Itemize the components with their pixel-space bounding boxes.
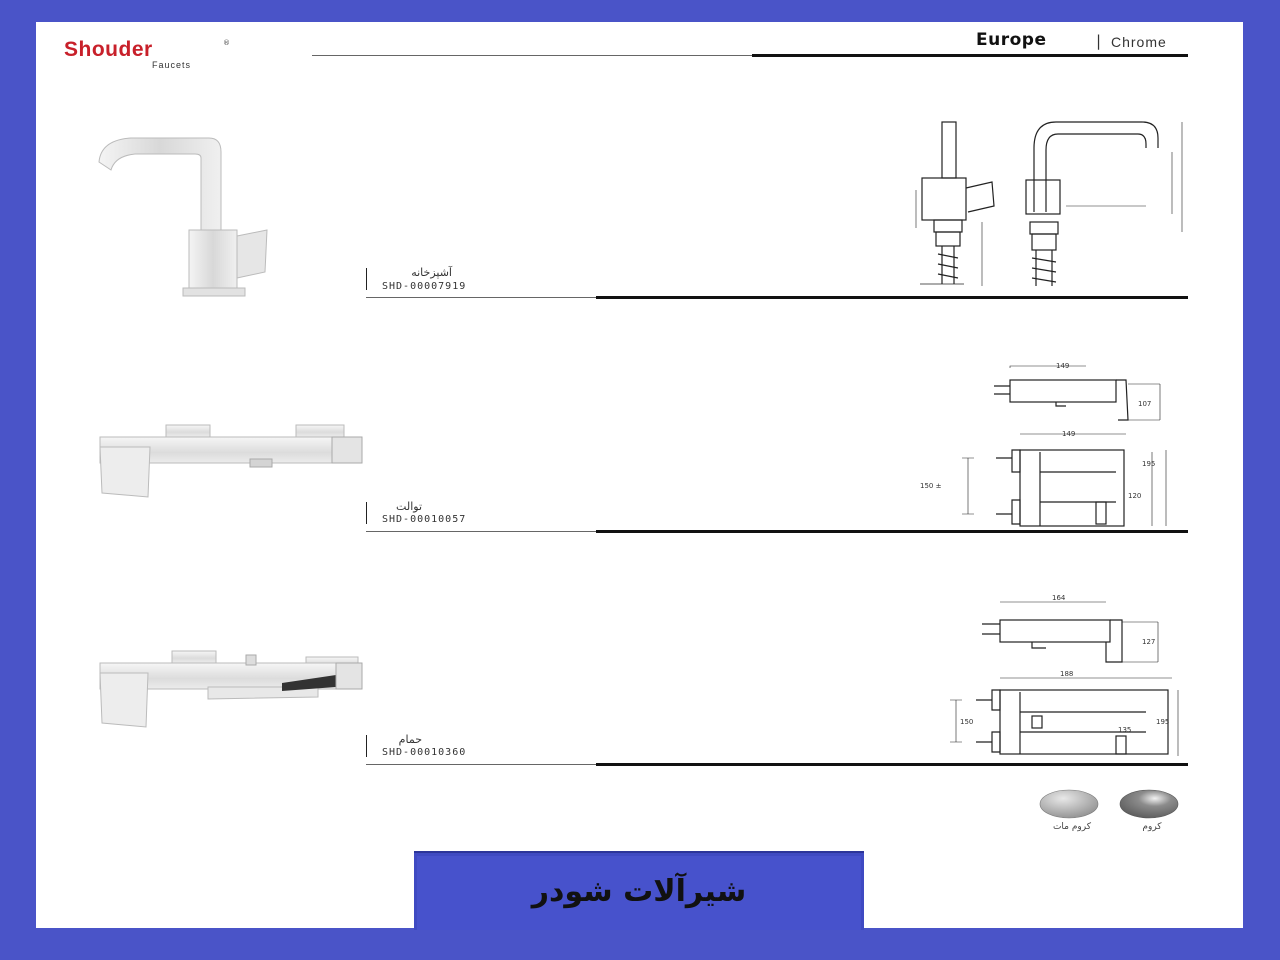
label-bar xyxy=(366,735,367,757)
row-rule-thick xyxy=(596,296,1188,299)
product-name: توالت xyxy=(396,500,422,513)
dim-front-width: 188 xyxy=(1060,670,1073,678)
row-rule-thick xyxy=(596,763,1188,766)
dim-front-height: 195 xyxy=(1142,460,1155,468)
series-title: Europe xyxy=(976,30,1047,50)
header-separator: | xyxy=(1096,32,1102,50)
dim-inner: 135 xyxy=(1118,726,1131,734)
kitchen-faucet-drawing xyxy=(915,121,1183,286)
footer-title: شیرآلات شودر xyxy=(531,874,747,909)
dim-spacing: 150 xyxy=(960,718,973,726)
kitchen-faucet-photo xyxy=(98,137,268,297)
dim-top-height: 107 xyxy=(1138,400,1151,408)
product-code: SHD-00010360 xyxy=(382,747,467,758)
toilet-mixer-drawing: 149 107 149 195 150 ± 120 xyxy=(920,362,1167,527)
header-rule-thick xyxy=(752,54,1188,57)
dim-top-width: 164 xyxy=(1052,594,1066,602)
swatch-label: کروم مات xyxy=(1052,822,1092,832)
label-bar xyxy=(366,502,367,524)
row-rule-thin xyxy=(366,764,596,765)
dim-front-width: 149 xyxy=(1062,430,1075,438)
label-bar xyxy=(366,268,367,290)
product-code: SHD-00010057 xyxy=(382,514,467,525)
dim-top-width: 149 xyxy=(1056,362,1069,370)
dim-inner: 120 xyxy=(1128,492,1141,500)
dim-spacing: 150 ± xyxy=(920,482,942,490)
row-rule-thin xyxy=(366,297,596,298)
row-rule-thin xyxy=(366,531,596,532)
bath-mixer-drawing: 164 127 188 195 150 135 xyxy=(950,594,1179,756)
footer-banner: شیرآلات شودر xyxy=(414,851,864,930)
product-code: SHD-00007919 xyxy=(382,281,467,292)
catalog-page: Shouder Faucets ® Europe | Chrome آشپزخا… xyxy=(36,22,1243,930)
header-rule-thin xyxy=(312,55,752,56)
dim-top-height: 127 xyxy=(1142,638,1155,646)
row-rule-thick xyxy=(596,530,1188,533)
swatch-chrome xyxy=(1119,789,1179,819)
toilet-mixer-photo xyxy=(99,424,363,498)
dim-front-height: 195 xyxy=(1156,718,1169,726)
product-name: حمام xyxy=(398,733,422,746)
bath-mixer-photo xyxy=(99,650,363,728)
brand-logo: Shouder xyxy=(64,38,153,61)
registered-mark: ® xyxy=(223,39,230,47)
swatch-matte-chrome xyxy=(1039,789,1099,819)
product-name: آشپزخانه xyxy=(411,266,452,279)
finish-title: Chrome xyxy=(1111,34,1167,50)
swatch-label: کروم xyxy=(1142,822,1162,832)
brand-tagline: Faucets xyxy=(152,60,192,70)
